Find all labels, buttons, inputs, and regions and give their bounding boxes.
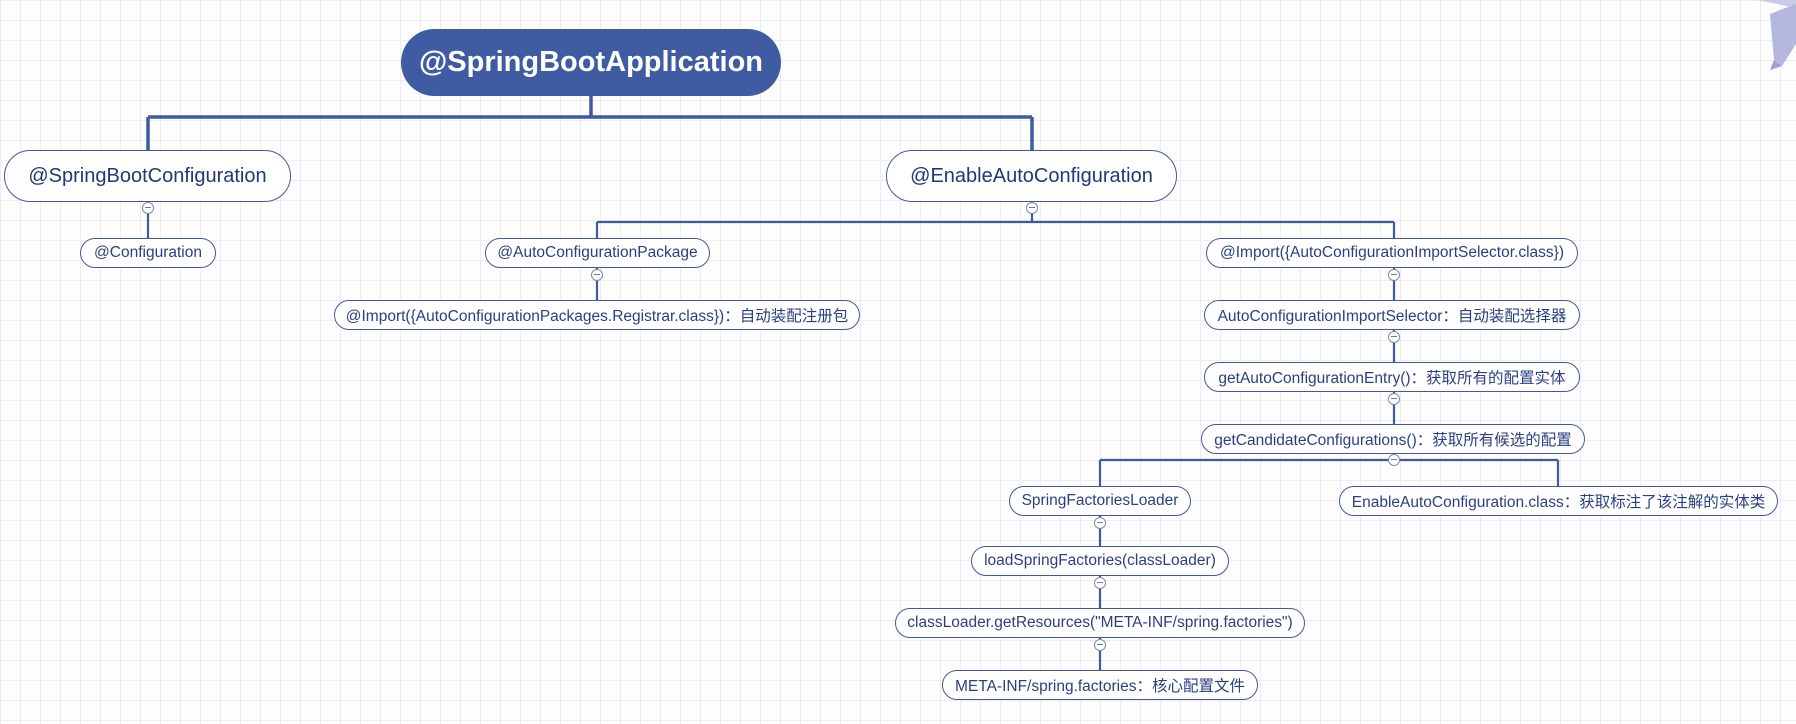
collapse-circle-icon[interactable] [1388, 393, 1400, 405]
enable-auto-configuration-node[interactable]: @EnableAutoConfiguration [886, 150, 1177, 202]
spring-factories-loader-node[interactable]: SpringFactoriesLoader [1009, 486, 1191, 516]
connector-candidates-children [1098, 454, 1560, 486]
get-candidate-configurations-node[interactable]: getCandidateConfigurations()：获取所有候选的配置 [1201, 424, 1585, 454]
pencil-icon [1736, 0, 1796, 75]
registrar-import-node[interactable]: @Import({AutoConfigurationPackages.Regis… [334, 300, 860, 330]
collapse-circle-icon[interactable] [1094, 577, 1106, 589]
collapse-circle-icon[interactable] [1026, 202, 1038, 214]
root-node[interactable]: @SpringBootApplication [401, 29, 781, 96]
collapse-circle-icon[interactable] [142, 202, 154, 214]
auto-configuration-import-selector-node[interactable]: AutoConfigurationImportSelector：自动装配选择器 [1204, 300, 1580, 330]
import-selector-annotation-node[interactable]: @Import({AutoConfigurationImportSelector… [1206, 238, 1578, 268]
collapse-circle-icon[interactable] [1094, 639, 1106, 651]
collapse-circle-icon[interactable] [591, 269, 603, 281]
auto-configuration-package-node[interactable]: @AutoConfigurationPackage [485, 238, 710, 268]
collapse-circle-icon[interactable] [1388, 331, 1400, 343]
spring-boot-configuration-node[interactable]: @SpringBootConfiguration [4, 150, 291, 202]
load-spring-factories-node[interactable]: loadSpringFactories(classLoader) [971, 546, 1229, 576]
collapse-circle-icon[interactable] [1094, 517, 1106, 529]
configuration-node[interactable]: @Configuration [80, 238, 216, 268]
get-auto-configuration-entry-node[interactable]: getAutoConfigurationEntry()：获取所有的配置实体 [1204, 362, 1580, 392]
get-resources-node[interactable]: classLoader.getResources("META-INF/sprin… [895, 608, 1305, 638]
enable-auto-configuration-class-node[interactable]: EnableAutoConfiguration.class：获取标注了该注解的实… [1339, 486, 1778, 516]
connector-root-children [146, 96, 1034, 150]
connector-enableauto-children [595, 202, 1396, 238]
collapse-circle-icon[interactable] [1388, 269, 1400, 281]
collapse-circle-icon[interactable] [1388, 454, 1400, 466]
spring-factories-file-node[interactable]: META-INF/spring.factories：核心配置文件 [942, 670, 1258, 700]
